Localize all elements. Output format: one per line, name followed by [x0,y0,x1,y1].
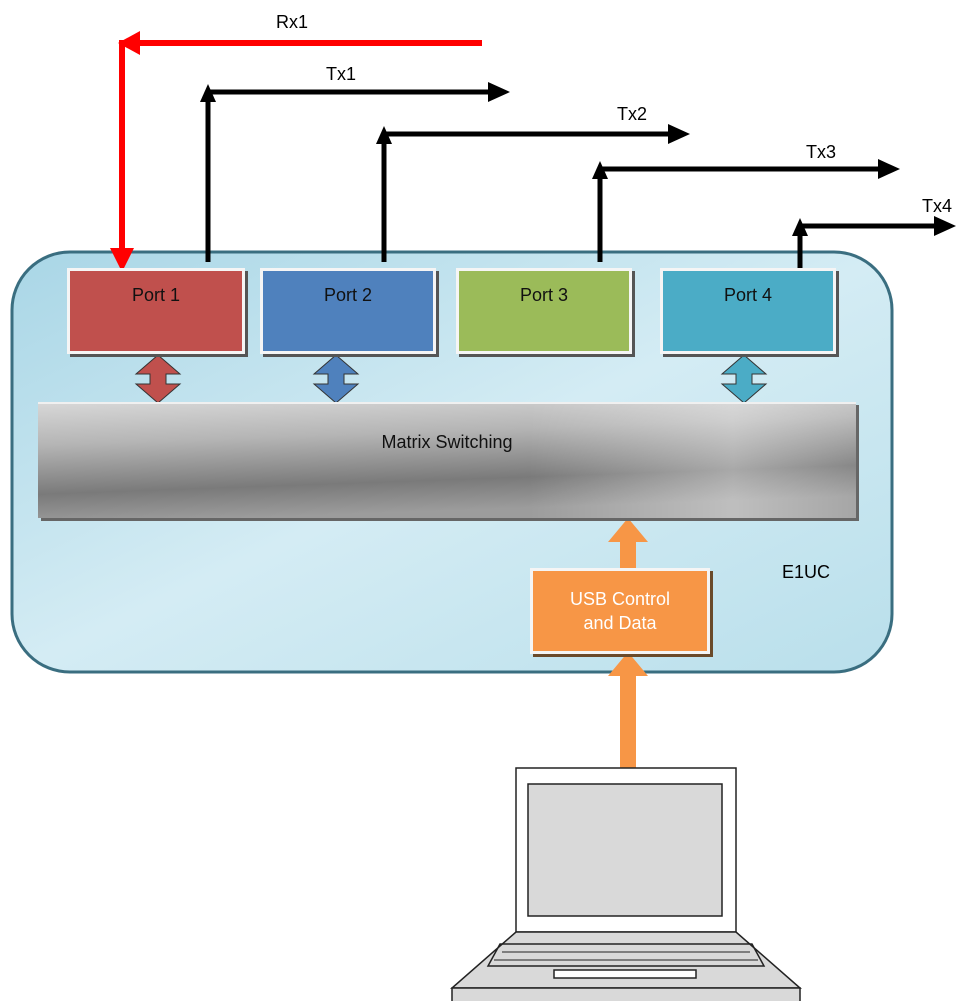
tx1-arrow [205,89,492,262]
port-2-label: Port 2 [323,285,373,305]
tx3-label: Tx3 [806,142,837,162]
port-1-box: Port 1 [67,268,245,354]
tx2-label: Tx2 [617,104,648,124]
usb-control-line1: USB Control [569,589,671,609]
rx1-label: Rx1 [276,12,309,32]
port-2-box: Port 2 [260,268,436,354]
usb-control-line2: and Data [583,613,657,633]
matrix-switching-label: Matrix Switching [381,432,513,452]
tx2-arrow [381,131,672,262]
port-4-label: Port 4 [723,285,773,305]
port-1-label: Port 1 [131,285,181,305]
rx1-arrowhead-left [118,31,140,55]
tx1-label: Tx1 [326,64,357,84]
usb-control-box: USB Control and Data [530,568,710,654]
matrix-switching-block: Matrix Switching [38,402,856,518]
rx1-arrow [119,40,482,252]
device-label: E1UC [782,562,831,582]
port-3-box: Port 3 [456,268,632,354]
port-4-box: Port 4 [660,268,836,354]
port-3-label: Port 3 [519,285,569,305]
tx3-arrow [597,166,882,262]
tx4-label: Tx4 [922,196,953,216]
usb-to-matrix-arrow [608,518,648,568]
rx1-arrowhead-down [110,248,134,272]
laptop-to-usb-arrow [608,652,648,768]
laptop-icon [450,767,802,1001]
